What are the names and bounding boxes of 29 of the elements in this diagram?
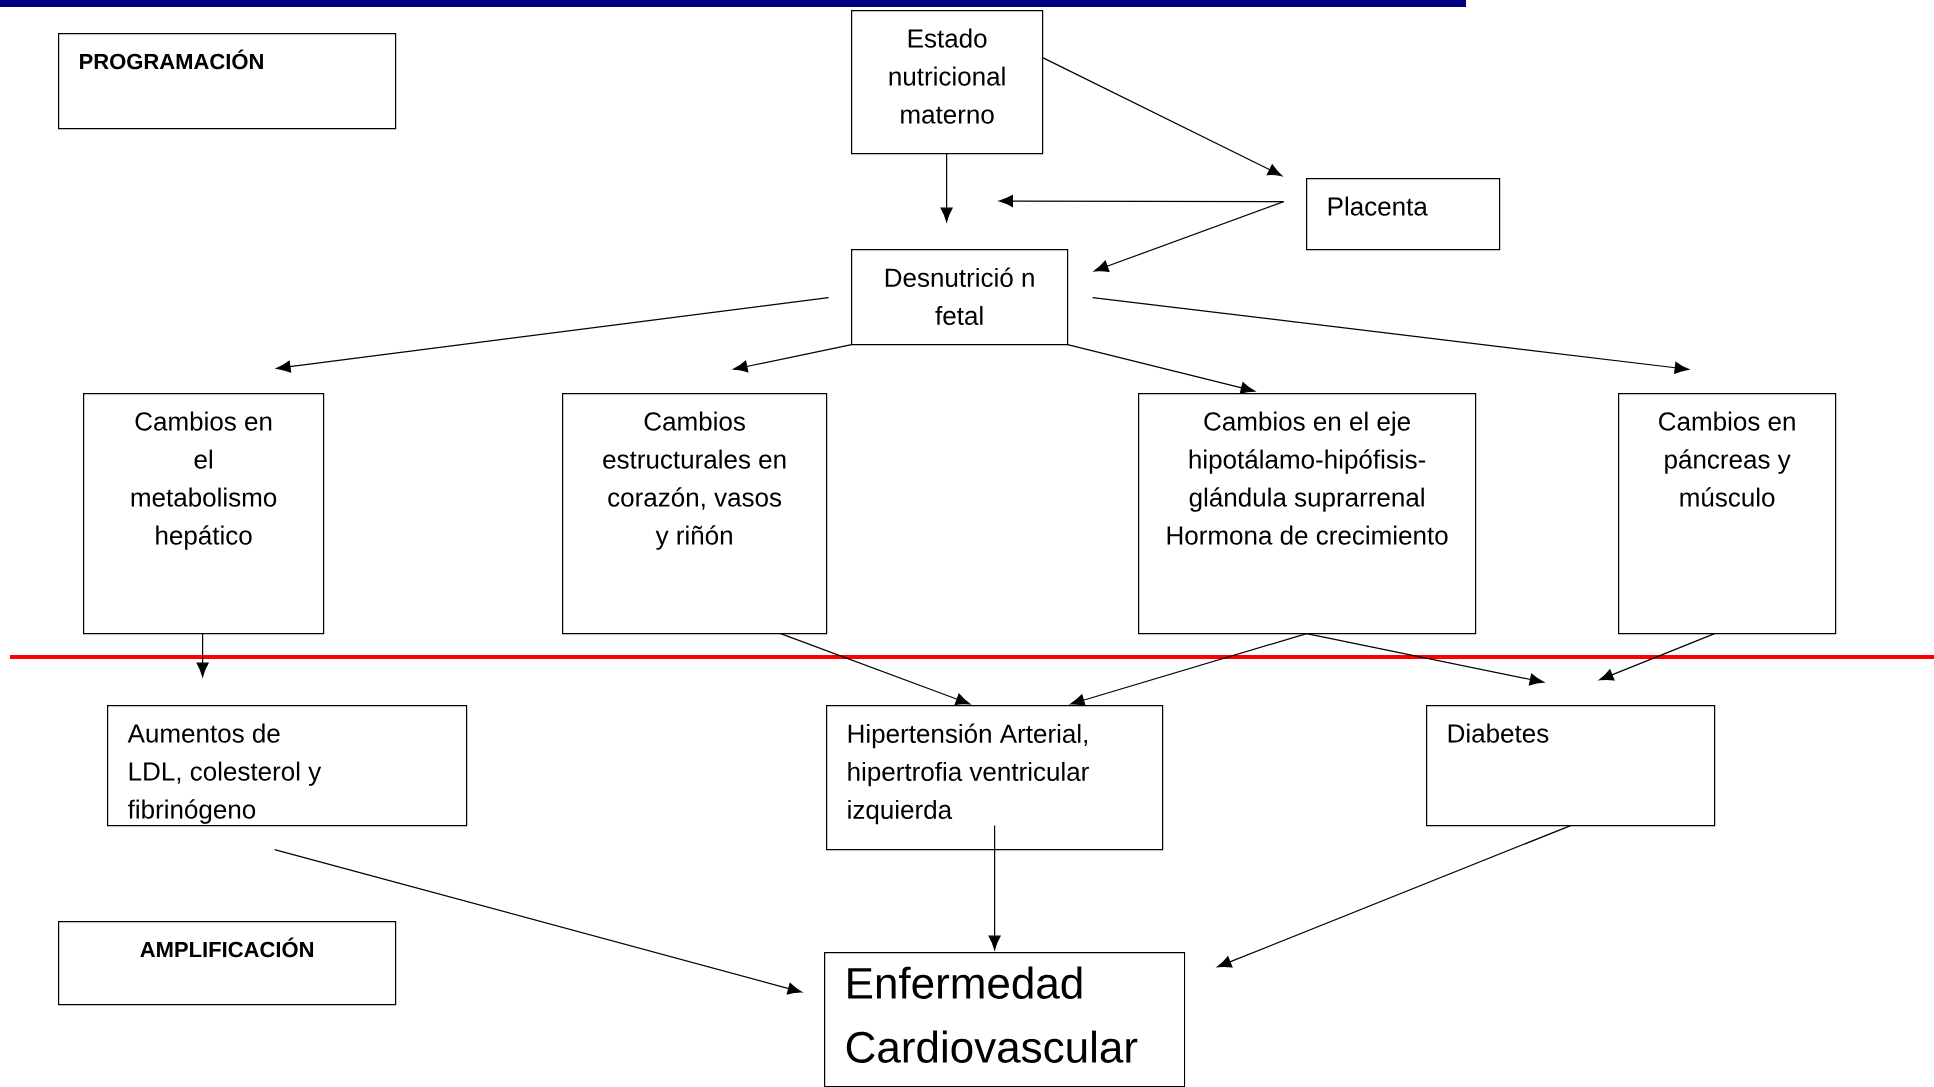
arrow xyxy=(1094,201,1285,272)
arrow xyxy=(1217,825,1572,968)
arrow xyxy=(1067,344,1255,394)
text-box: Cambios estructurales en corazón, vasos y riñón xyxy=(562,393,828,635)
arrow xyxy=(274,849,802,995)
text-box: Cambios en páncreas y músculo xyxy=(1618,393,1837,635)
arrow xyxy=(1070,633,1308,706)
text-box: Cambios en el eje hipotálamo-hipófisis-glándula suprarrenal Hormona de crecimiento xyxy=(1138,393,1477,635)
text-box: Desnutrició n fetal xyxy=(851,249,1069,346)
arrow xyxy=(1042,57,1283,177)
text-box: Diabetes xyxy=(1426,705,1716,827)
arrow xyxy=(276,297,830,373)
text-box: PROGRAMACIÓN xyxy=(58,33,397,130)
text-box: Hipertensión Arterial, hipertrofia ventricular izquierda xyxy=(826,705,1164,851)
arrow xyxy=(196,633,209,677)
arrow xyxy=(733,344,853,373)
arrow xyxy=(998,195,1285,208)
arrow xyxy=(1092,297,1689,374)
text-box: Cambios en el metabolismo hepático xyxy=(83,393,325,635)
arrow xyxy=(1599,633,1716,681)
arrow xyxy=(940,153,953,222)
text-box: Placenta xyxy=(1306,178,1501,251)
text-box: AMPLIFICACIÓN xyxy=(58,921,397,1006)
arrow xyxy=(988,825,1001,950)
arrow xyxy=(1306,633,1544,686)
arrow xyxy=(780,633,971,705)
text-box: Enfermedad Cardiovascular xyxy=(824,952,1186,1087)
text-box: Estado nutricional materno xyxy=(851,10,1044,155)
text-box: Aumentos de LDL, colesterol y fibrinógeno xyxy=(107,705,468,827)
